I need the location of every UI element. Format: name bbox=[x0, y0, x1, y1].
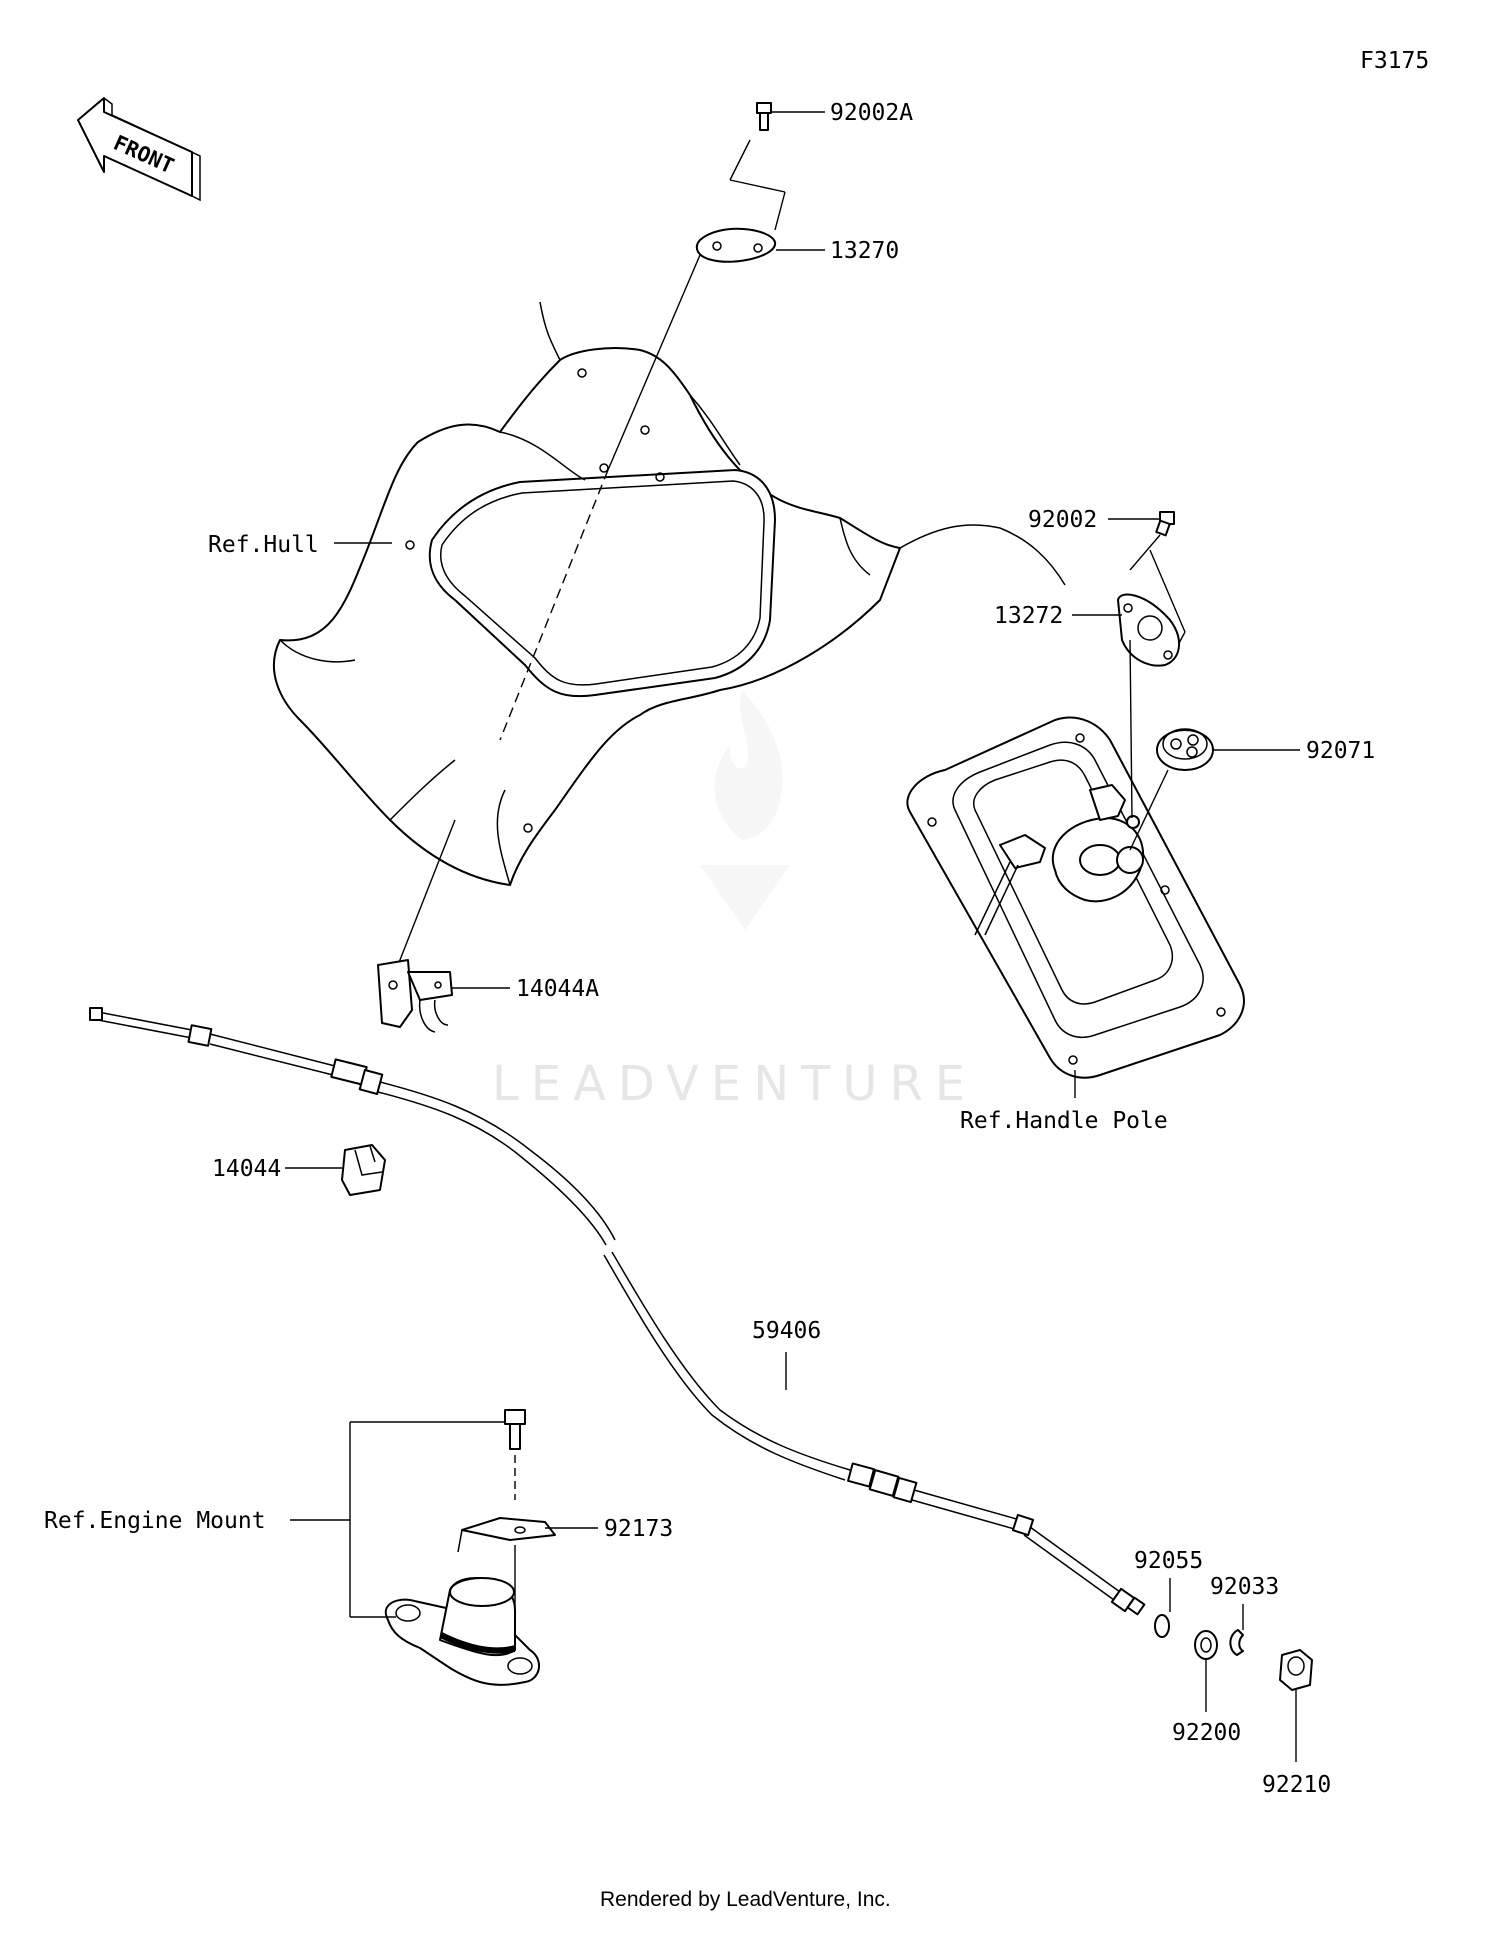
label-92200: 92200 bbox=[1172, 1720, 1241, 1746]
cable-59406 bbox=[89, 1007, 1146, 1616]
front-arrow-icon: FRONT bbox=[77, 97, 201, 202]
label-92002a: 92002A bbox=[830, 100, 913, 126]
label-92071: 92071 bbox=[1306, 738, 1375, 764]
bolt-engine-mount bbox=[504, 1409, 526, 1450]
label-ref-hull: Ref.Hull bbox=[208, 532, 319, 558]
bolt-92002 bbox=[1155, 511, 1175, 537]
engine-mount bbox=[384, 1577, 540, 1686]
label-92002: 92002 bbox=[1028, 507, 1097, 533]
figure-code: F3175 bbox=[1360, 48, 1429, 74]
label-14044a: 14044A bbox=[516, 976, 599, 1002]
grommet-92071 bbox=[1156, 728, 1214, 771]
bracket-13272 bbox=[1117, 593, 1180, 667]
label-13272: 13272 bbox=[994, 603, 1063, 629]
label-92173: 92173 bbox=[604, 1516, 673, 1542]
bolt-92002a bbox=[756, 102, 772, 131]
label-92033: 92033 bbox=[1210, 1574, 1279, 1600]
handle-pole bbox=[906, 716, 1245, 1079]
watermark-text: LEADVENTURE bbox=[492, 1056, 977, 1112]
label-13270: 13270 bbox=[830, 238, 899, 264]
watermark-logo bbox=[700, 690, 790, 930]
washer-92200 bbox=[1194, 1630, 1218, 1660]
label-92210: 92210 bbox=[1262, 1772, 1331, 1798]
nut-92210 bbox=[1279, 1649, 1313, 1691]
label-59406: 59406 bbox=[752, 1318, 821, 1344]
footer-credit: Rendered by LeadVenture, Inc. bbox=[600, 1888, 891, 1911]
clip-92033 bbox=[1229, 1629, 1244, 1656]
hull bbox=[272, 301, 1066, 886]
clip-14044a bbox=[377, 959, 453, 1033]
washer-92055 bbox=[1154, 1614, 1170, 1638]
label-92055: 92055 bbox=[1134, 1548, 1203, 1574]
bracket-92173 bbox=[457, 1517, 556, 1553]
label-14044: 14044 bbox=[212, 1156, 281, 1182]
label-ref-engine-mount: Ref.Engine Mount bbox=[44, 1508, 266, 1534]
clip-14044 bbox=[341, 1144, 386, 1196]
label-ref-handle-pole: Ref.Handle Pole bbox=[960, 1108, 1168, 1134]
plate-13270 bbox=[695, 227, 777, 263]
